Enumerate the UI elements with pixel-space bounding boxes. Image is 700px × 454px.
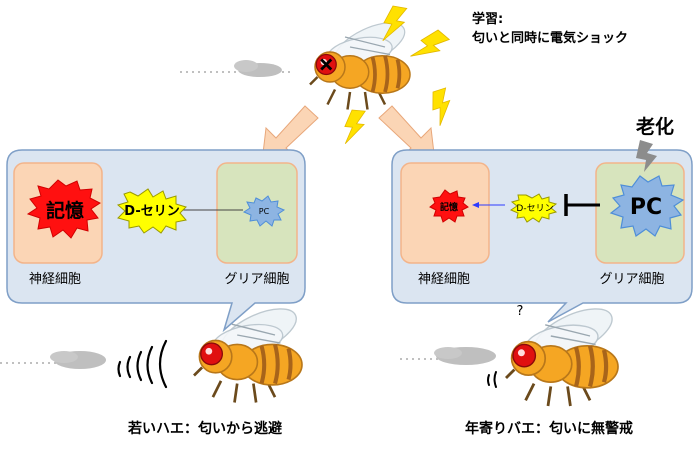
pc-label: PC — [259, 207, 270, 216]
pc-burst — [242, 195, 286, 227]
cloud-icon — [0, 351, 106, 369]
arrowhead-icon — [472, 202, 479, 208]
neuron-label: 神経細胞 — [418, 272, 470, 287]
memory-label: 記憶 — [46, 199, 84, 222]
learning-subtitle: 匂いと同時に電気ショック — [472, 31, 629, 46]
dserine-burst — [509, 193, 558, 223]
lightning-icon — [342, 109, 366, 146]
dserine-label: D-セリン — [516, 203, 553, 214]
cloud-icon — [180, 60, 290, 77]
pc-burst — [609, 175, 685, 237]
fly-icon — [308, 12, 413, 112]
aging-bolt-icon — [636, 140, 657, 172]
learning-title: 学習: — [472, 12, 504, 27]
old-caption: 年寄りバエ：匂いに無警戒 — [465, 420, 633, 437]
aging-label: 老化 — [636, 115, 674, 138]
dserine-label: D-セリン — [124, 204, 179, 219]
x-mark-icon — [320, 58, 333, 71]
old-panel: 記憶 D-セリン PC 老化 神経細胞 グリア細胞 — [391, 115, 693, 323]
young-panel: 記憶 D-セリン PC 神経細胞 グリア細胞 — [6, 149, 306, 333]
young-caption: 若いハエ：匂いから逃避 — [127, 420, 282, 437]
glia-label: グリア細胞 — [599, 272, 664, 287]
memory-burst — [26, 179, 101, 239]
lightning-icon — [408, 25, 450, 69]
sound-wave-icon — [117, 339, 168, 389]
neuron-label: 神経細胞 — [29, 272, 81, 287]
glia-label: グリア細胞 — [224, 272, 289, 287]
memory-burst — [429, 189, 469, 223]
cloud-icon — [400, 347, 496, 365]
sound-wave-icon — [487, 371, 497, 388]
dserine-burst — [116, 188, 187, 234]
question-mark: ? — [517, 304, 524, 319]
pc-label: PC — [630, 195, 662, 220]
memory-label: 記憶 — [440, 201, 458, 213]
learning-note: 学習: 匂いと同時に電気ショック — [472, 10, 628, 48]
fly-icon — [194, 299, 303, 402]
lightning-icon — [427, 87, 457, 127]
